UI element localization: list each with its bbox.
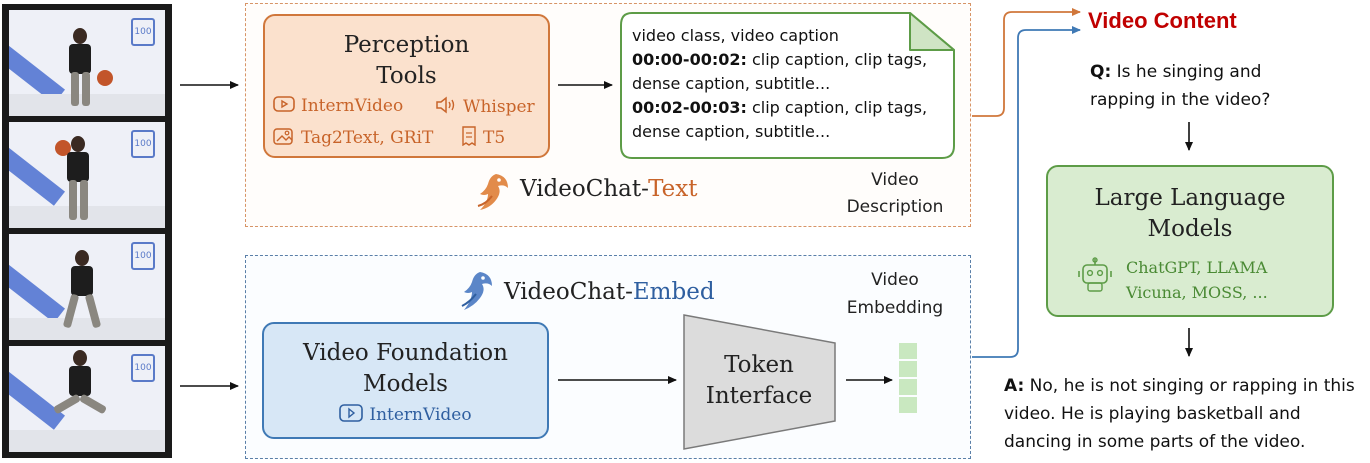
large-language-models-box: Large Language Models ChatGPT, LLAMA Vic… [1046,165,1334,317]
tool-internvideo: InternVideo [273,96,403,117]
question-text: Q: Is he singing and rapping in the vide… [1090,62,1271,110]
logo-badge-icon: 100 [131,130,155,158]
tool-tag2text-grit: Tag2Text, GRiT [273,126,433,151]
foundation-sub-internvideo: InternVideo [264,404,547,427]
video-foundation-models-title: Video Foundation Models [303,340,508,397]
video-description-label: Video Description [846,170,944,217]
perception-tools-box: Perception Tools InternVideo Whisper Tag… [263,14,550,158]
desc-line-5: dense caption, subtitle... [632,122,831,141]
desc-line-4: 00:02-00:03: clip caption, clip tags, [632,98,928,117]
answer-text: A: No, he is not singing or rapping in t… [1004,376,1355,452]
document-icon [461,126,477,151]
document-shape [620,12,955,159]
tool-t5: T5 [461,126,505,151]
video-frame-1: 100 [9,10,165,116]
video-frame-4: 100 [9,346,165,452]
tool-whisper: Whisper [435,96,535,119]
video-play-icon [273,96,295,117]
video-content-title: Video Content [1088,8,1237,33]
video-frame-3: 100 [9,234,165,340]
video-embedding-stack [899,343,917,413]
video-description-document: video class, video caption 00:00-00:02: … [620,12,955,159]
videochat-embed-brand: VideoChat-Embed [504,279,715,305]
llm-model-list: ChatGPT, LLAMA Vicuna, MOSS, ... [1126,258,1268,302]
logo-badge-icon: 100 [131,18,155,46]
desc-line-1: video class, video caption [632,26,839,45]
logo-badge-icon: 100 [131,242,155,270]
video-play-icon [339,404,364,427]
perception-tools-title: Perception Tools [343,32,470,89]
token-interface-label: Token Interface [705,352,813,409]
description-text: video class, video caption 00:00-00:02: … [632,24,945,144]
desc-line-2: 00:00-00:02: clip caption, clip tags, [632,50,928,69]
image-icon [273,126,295,151]
videochat-text-brand: VideoChat-Text [520,176,698,202]
embedding-to-content-arrow [972,26,1081,358]
parrot-logo-blue-icon [458,268,498,318]
video-foundation-models-box: Video Foundation Models InternVideo [262,322,549,439]
speaker-icon [435,96,457,119]
desc-line-3: dense caption, subtitle... [632,74,831,93]
video-frame-2: 100 [9,122,165,228]
logo-badge-icon: 100 [131,354,155,382]
parrot-logo-orange-icon [474,170,514,218]
description-to-content-arrow [972,8,1081,117]
video-frames-strip: 100 100 100 100 [2,4,172,458]
video-embedding-label: Video Embedding [846,270,944,318]
llm-title: Large Language Models [1094,185,1286,242]
robot-icon [1078,257,1112,297]
